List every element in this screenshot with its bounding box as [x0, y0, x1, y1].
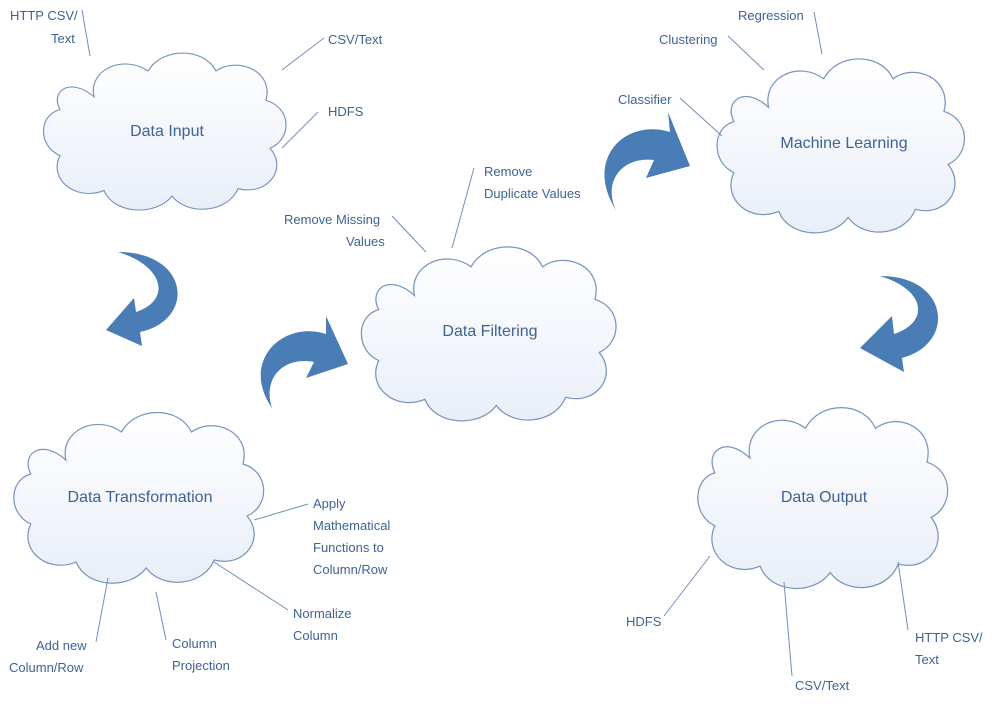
label-trans-projection-line2: Projection: [172, 658, 230, 673]
label-output-http-line2: Text: [915, 652, 939, 667]
node-title-data-filtering: Data Filtering: [442, 323, 537, 340]
label-input-http-line1: HTTP CSV/: [10, 8, 78, 23]
label-ml-classifier: Classifier: [618, 92, 672, 107]
leaders-data-output: [663, 555, 909, 677]
arrow-input-to-transformation: [106, 252, 178, 346]
arrow-ml-to-output: [860, 276, 939, 372]
node-title-data-input: Data Input: [130, 123, 204, 140]
label-ml-regression: Regression: [738, 8, 804, 23]
label-trans-projection-line1: Column: [172, 636, 217, 651]
label-filter-duplicate-line2: Duplicate Values: [484, 186, 581, 201]
label-ml-clustering: Clustering: [659, 32, 718, 47]
label-trans-apply-line1: Apply: [313, 496, 346, 511]
label-input-http-line2: Text: [51, 31, 75, 46]
label-input-csv: CSV/Text: [328, 32, 383, 47]
leaders-data-transformation: [95, 503, 309, 643]
label-trans-normalize-line2: Column: [293, 628, 338, 643]
label-output-http-line1: HTTP CSV/: [915, 630, 983, 645]
leaders-data-input: [81, 9, 325, 149]
label-trans-apply-line2: Mathematical: [313, 518, 390, 533]
label-output-csv: CSV/Text: [795, 678, 850, 693]
arrow-transformation-to-filtering: [260, 316, 348, 408]
leaders-data-filtering: [391, 167, 475, 253]
label-trans-normalize-line1: Normalize: [293, 606, 352, 621]
label-filter-missing-line1: Remove Missing: [284, 212, 380, 227]
node-title-machine-learning: Machine Learning: [780, 135, 907, 152]
label-output-hdfs: HDFS: [626, 614, 662, 629]
label-filter-duplicate-line1: Remove: [484, 164, 532, 179]
node-title-data-output: Data Output: [781, 489, 868, 506]
leaders-machine-learning: [679, 11, 823, 137]
label-trans-apply-line3: Functions to: [313, 540, 384, 555]
label-filter-missing-line2: Values: [346, 234, 385, 249]
label-input-hdfs: HDFS: [328, 104, 364, 119]
label-trans-apply-line4: Column/Row: [313, 562, 388, 577]
label-trans-addnew-line2: Column/Row: [9, 660, 84, 675]
arrow-filtering-to-ml: [604, 112, 690, 210]
label-trans-addnew-line1: Add new: [36, 638, 87, 653]
node-title-data-transformation: Data Transformation: [68, 489, 213, 506]
